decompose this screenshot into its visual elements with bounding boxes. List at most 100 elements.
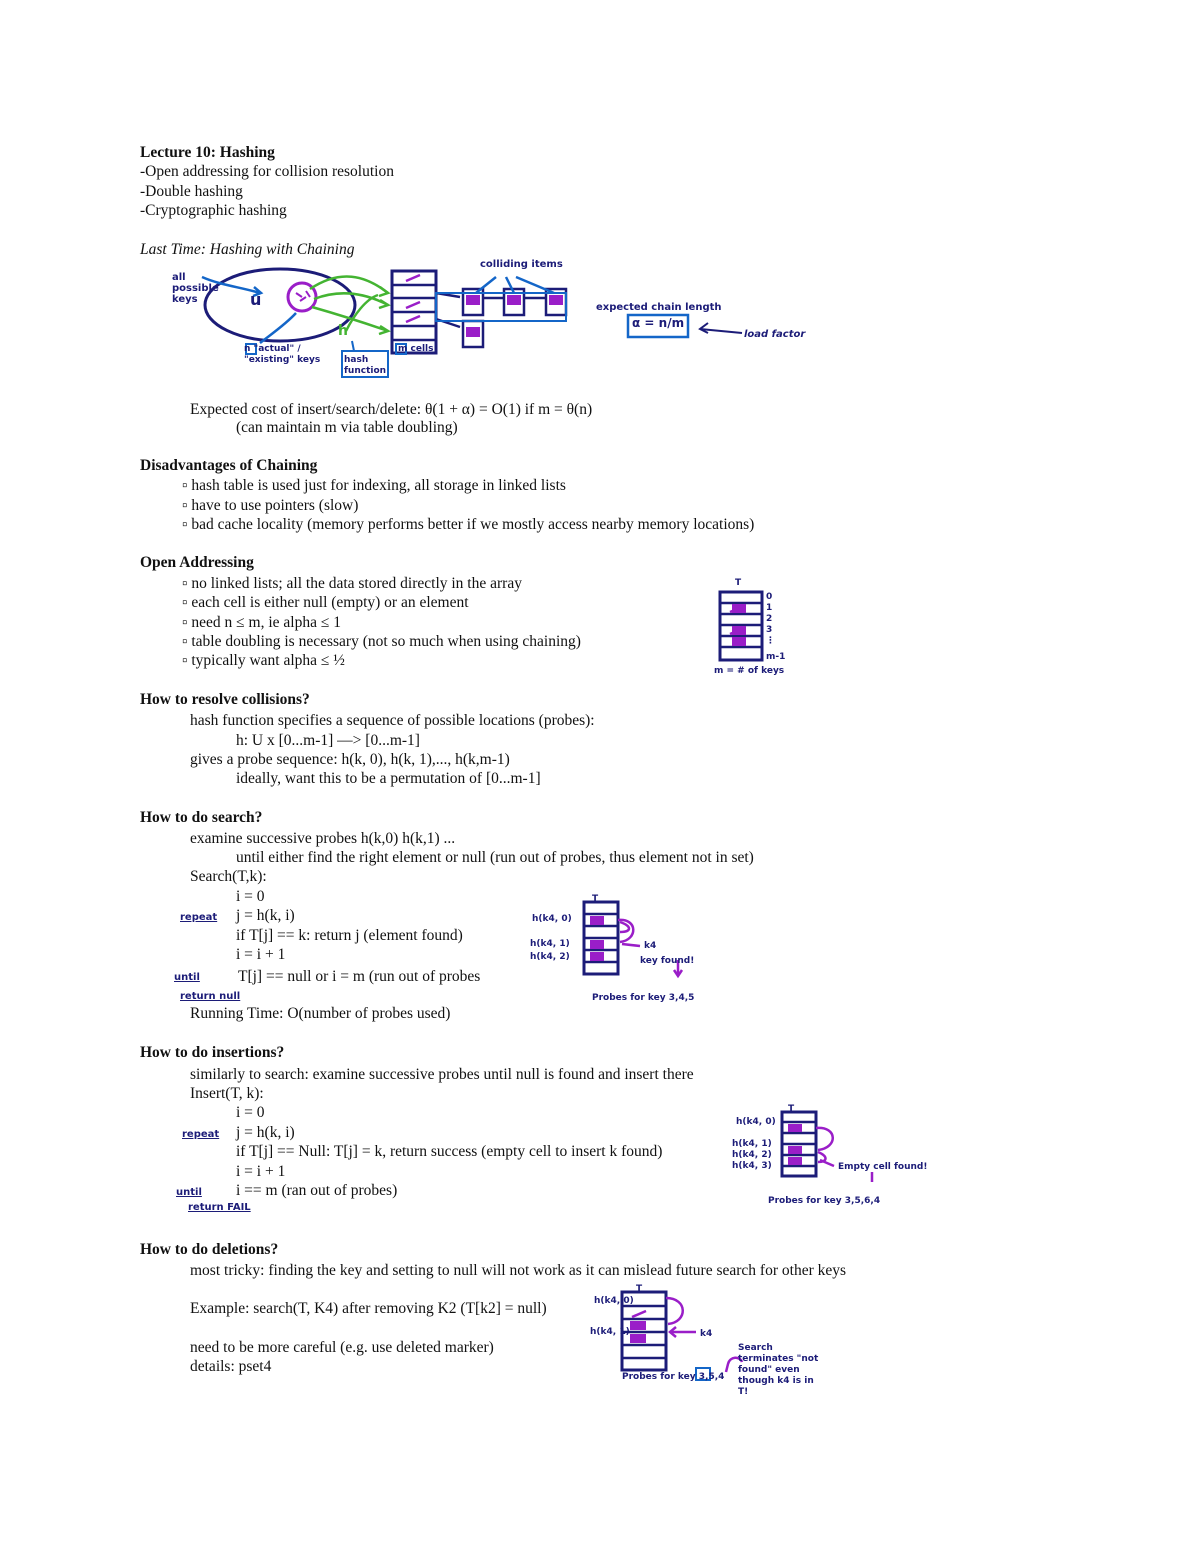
- k4-label: k4: [644, 941, 657, 951]
- margin-note: return FAIL: [188, 1202, 251, 1213]
- bullet-icon: ▫: [182, 575, 192, 592]
- index-label: m-1: [766, 652, 786, 662]
- text-line: h: U x [0...m-1] —> [0...m-1]: [236, 732, 420, 749]
- index-label: 0: [766, 592, 773, 602]
- h-label: h: [338, 323, 348, 339]
- outline-item: -Double hashing: [140, 183, 243, 200]
- probe-label: h(k4, 2): [732, 1150, 772, 1160]
- probe-label: h(k4, 3): [732, 1161, 772, 1171]
- code-line: i = 0: [236, 1104, 265, 1121]
- n-actual-keys-label: n "actual" / "existing" keys: [244, 344, 321, 365]
- empty-cell-label: Empty cell found!: [838, 1162, 928, 1172]
- index-label: 2: [766, 614, 773, 624]
- bullet-item: ▫ table doubling is necessary (not so mu…: [182, 633, 581, 650]
- bullet-item: ▫ no linked lists; all the data stored d…: [182, 575, 522, 592]
- text-line: until either find the right element or n…: [236, 849, 754, 866]
- probe-label: h(k4, 0): [736, 1117, 776, 1127]
- bullet-item: ▫ hash table is used just for indexing, …: [182, 477, 566, 494]
- text-line: details: pset4: [190, 1358, 272, 1375]
- bullet-icon: ▫: [182, 497, 192, 514]
- insert-probe-diagram: [780, 1110, 874, 1182]
- bullet-icon: ▫: [182, 516, 192, 533]
- lecture-title: Lecture 10: Hashing: [140, 144, 275, 161]
- resolve-heading: How to resolve collisions?: [140, 691, 310, 708]
- bullet-item: ▫ each cell is either null (empty) or an…: [182, 594, 469, 611]
- outline-item: -Open addressing for collision resolutio…: [140, 163, 394, 180]
- bullet-icon: ▫: [182, 633, 192, 650]
- k4-label: k4: [700, 1329, 713, 1339]
- table-doubling-note: (can maintain m via table doubling): [236, 419, 458, 436]
- expected-chain-length-label: expected chain length: [596, 302, 722, 313]
- code-line: i = 0: [236, 888, 265, 905]
- probe-label: h(k4, 1): [732, 1139, 772, 1149]
- bullet-item: ▫ need n ≤ m, ie alpha ≤ 1: [182, 614, 341, 631]
- margin-note: until: [176, 1187, 202, 1198]
- all-possible-keys-label: all possible keys: [172, 272, 219, 305]
- margin-note: repeat: [182, 1129, 220, 1140]
- insert-heading: How to do insertions?: [140, 1044, 285, 1061]
- delete-probe-diagram: [620, 1290, 744, 1381]
- expected-cost-line: Expected cost of insert/search/delete: θ…: [190, 401, 593, 418]
- bullet-icon: ▫: [182, 614, 192, 631]
- running-time-line: Running Time: O(number of probes used): [190, 1005, 451, 1022]
- index-label: 3: [766, 625, 773, 635]
- table-t-label: T: [636, 1284, 643, 1294]
- text-line: need to be more careful (e.g. use delete…: [190, 1339, 494, 1356]
- bullet-item: ▫ bad cache locality (memory performs be…: [182, 516, 755, 533]
- hash-function-label: hash function: [344, 355, 387, 376]
- bullet-item: ▫ typically want alpha ≤ ½: [182, 652, 345, 669]
- open-addressing-heading: Open Addressing: [140, 554, 254, 571]
- colliding-items-label: colliding items: [480, 259, 563, 270]
- last-time-heading: Last Time: Hashing with Chaining: [140, 241, 355, 258]
- probe-label: h(k4, 0): [532, 914, 572, 924]
- alpha-formula: α = n/m: [632, 316, 685, 330]
- m-cells-label: m cells: [398, 344, 434, 354]
- bullet-item: ▫ have to use pointers (slow): [182, 497, 359, 514]
- margin-note: until: [174, 972, 200, 983]
- text-line: gives a probe sequence: h(k, 0), h(k, 1)…: [190, 751, 510, 768]
- code-line: i == m (ran out of probes): [236, 1182, 398, 1199]
- load-factor-label: load factor: [744, 329, 806, 340]
- probe-label: h(k4, 1): [590, 1327, 630, 1337]
- probes-footer-label: Probes for key 3,5,4: [622, 1372, 725, 1382]
- bullet-icon: ▫: [182, 594, 192, 611]
- probe-label: h(k4, 2): [530, 952, 570, 962]
- code-line: if T[j] == k: return j (element found): [236, 927, 463, 944]
- table-t-label: T: [735, 578, 742, 588]
- table-t-label: T: [592, 894, 599, 904]
- disadvantages-heading: Disadvantages of Chaining: [140, 457, 318, 474]
- search-terminates-label: Search terminates "not found" even thoug…: [738, 1343, 819, 1397]
- chaining-diagram: [201, 267, 743, 378]
- outline-item: -Cryptographic hashing: [140, 202, 287, 219]
- index-label: 1: [766, 603, 773, 613]
- margin-note: repeat: [180, 912, 218, 923]
- code-line: j = h(k, i): [236, 1124, 295, 1141]
- text-line: examine successive probes h(k,0) h(k,1) …: [190, 830, 456, 847]
- text-line: ideally, want this to be a permutation o…: [236, 770, 541, 787]
- probe-label: h(k4, 0): [594, 1296, 634, 1306]
- probe-label: h(k4, 1): [530, 939, 570, 949]
- code-line: if T[j] == Null: T[j] = k, return succes…: [236, 1143, 663, 1160]
- code-line: T[j] == null or i = m (run out of probes: [238, 968, 481, 985]
- table-t-label: T: [788, 1104, 795, 1114]
- text-line: Search(T,k):: [190, 868, 267, 885]
- text-line: similarly to search: examine successive …: [190, 1066, 694, 1083]
- text-line: Example: search(T, K4) after removing K2…: [190, 1300, 547, 1317]
- code-line: i = i + 1: [236, 1163, 286, 1180]
- text-line: most tricky: finding the key and setting…: [190, 1262, 847, 1279]
- delete-heading: How to do deletions?: [140, 1241, 279, 1258]
- keys-count-label: m = # of keys: [714, 666, 785, 676]
- search-probe-diagram: [582, 900, 684, 979]
- text-line: hash function specifies a sequence of po…: [190, 712, 595, 729]
- margin-note: return null: [180, 991, 241, 1002]
- index-label: ⋮: [766, 636, 775, 646]
- code-line: i = i + 1: [236, 946, 286, 963]
- u-label: u: [250, 290, 262, 309]
- probes-footer-label: Probes for key 3,5,6,4: [768, 1196, 881, 1206]
- text-line: Insert(T, k):: [190, 1085, 264, 1102]
- bullet-icon: ▫: [182, 652, 192, 669]
- open-addressing-table-diagram: [718, 590, 764, 662]
- code-line: j = h(k, i): [236, 907, 295, 924]
- key-found-label: key found!: [640, 956, 695, 966]
- bullet-icon: ▫: [182, 477, 192, 494]
